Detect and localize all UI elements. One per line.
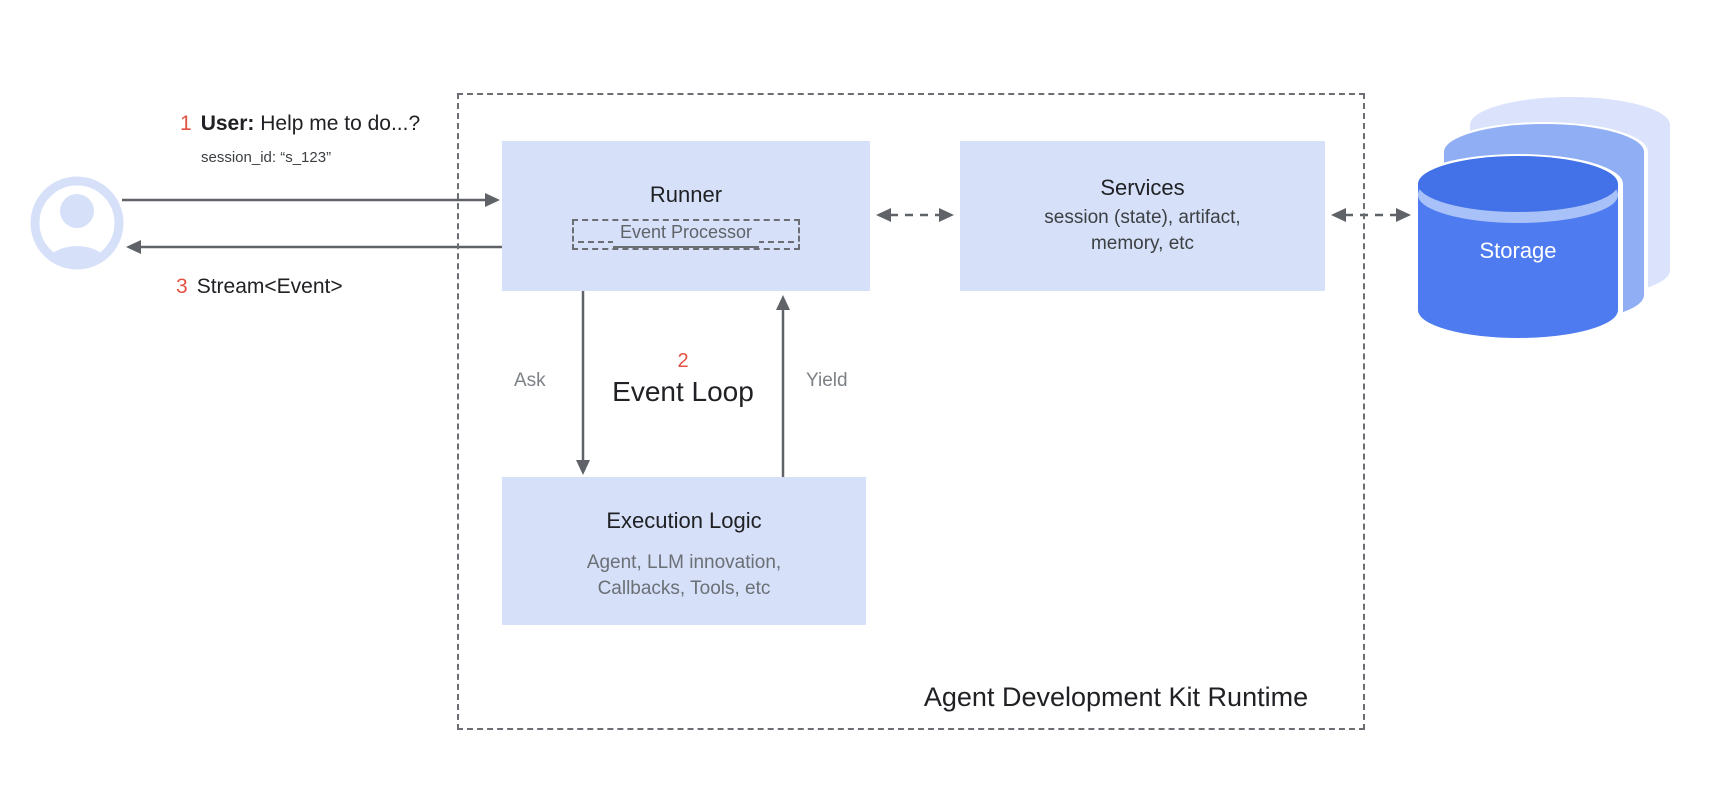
- execution-logic-subtitle-line1: Agent, LLM innovation,: [586, 552, 782, 574]
- services-title: Services: [1100, 174, 1185, 200]
- execution-logic-subtitle: Agent, LLM innovation, Callbacks, Tools,…: [587, 550, 781, 602]
- arrow-runner-services: [876, 208, 954, 222]
- event-processor-node: Event Processor: [572, 218, 800, 250]
- event-loop-label-block: 2 Event Loop: [583, 350, 783, 408]
- arrow-services-storage: [1331, 208, 1411, 222]
- arrow-user-to-runner: [122, 193, 500, 207]
- execution-logic-subtitle-line2: Callbacks, Tools, etc: [597, 578, 771, 600]
- event-loop-number: 2: [677, 350, 689, 372]
- step1-user-prefix: User:: [200, 112, 255, 135]
- storage-label: Storage: [1479, 238, 1557, 263]
- adk-runtime-title: Agent Development Kit Runtime: [923, 682, 1309, 712]
- services-subtitle-line2: memory, etc: [1090, 233, 1195, 255]
- step3-text: Stream<Event>: [196, 275, 343, 298]
- step1-number: 1: [180, 112, 192, 135]
- yield-arrow-label: Yield: [806, 370, 848, 391]
- user-avatar-icon: [30, 176, 124, 270]
- runner-title: Runner: [649, 182, 723, 208]
- arrow-ask-down: [576, 291, 590, 475]
- event-processor-label: Event Processor: [612, 222, 760, 248]
- services-subtitle: session (state), artifact, memory, etc: [1044, 205, 1240, 257]
- step1-user-request-label: 1 User: Help me to do...?: [180, 112, 420, 136]
- arrow-runner-to-user: [126, 240, 502, 254]
- arrow-yield-up: [776, 295, 790, 477]
- step3-stream-label: 3 Stream<Event>: [176, 275, 343, 299]
- step1-text: Help me to do...?: [260, 112, 421, 135]
- runner-node: Runner Event Processor: [502, 141, 870, 291]
- database-cylinders-icon: [1413, 97, 1670, 340]
- storage-cylinder-front: [1413, 154, 1623, 340]
- execution-logic-title: Execution Logic: [606, 507, 762, 533]
- services-node: Services session (state), artifact, memo…: [960, 141, 1325, 291]
- execution-logic-node: Execution Logic Agent, LLM innovation, C…: [502, 477, 866, 625]
- adk-runtime-boundary: [457, 93, 1365, 730]
- services-subtitle-line1: session (state), artifact,: [1044, 207, 1241, 229]
- event-loop-title: Event Loop: [612, 376, 754, 407]
- step3-number: 3: [176, 275, 188, 298]
- session-id-label: session_id: “s_123”: [201, 149, 332, 166]
- ask-arrow-label: Ask: [514, 370, 546, 391]
